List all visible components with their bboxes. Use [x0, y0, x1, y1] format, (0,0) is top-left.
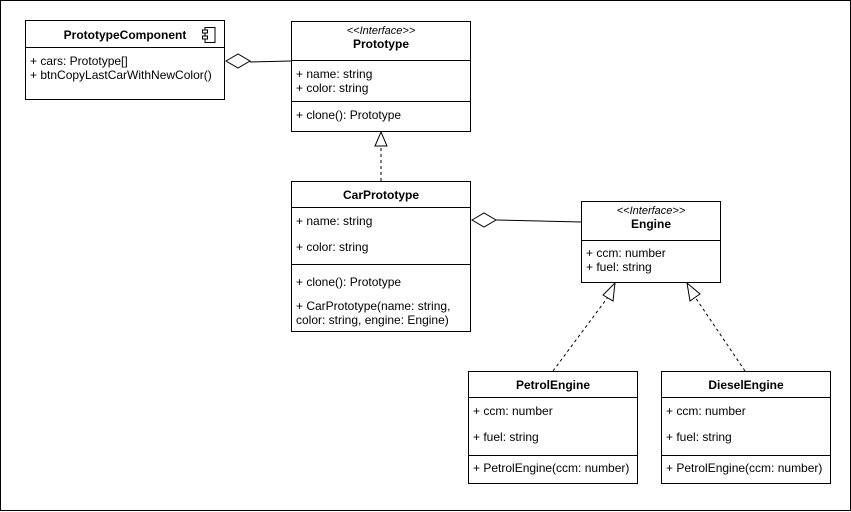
aggregation-diamond: [225, 53, 251, 69]
class-methods: + PetrolEngine(ccm: number): [662, 456, 830, 479]
class-attributes: + ccm: number + fuel: string: [662, 398, 830, 456]
class-title: PetrolEngine: [515, 378, 590, 392]
class-header: <<Interface>> Prototype: [292, 22, 470, 61]
method-clone: + clone(): Prototype: [296, 108, 402, 122]
attribute-ccm: + ccm: number: [666, 404, 746, 418]
class-title: PrototypeComponent: [63, 28, 187, 42]
method-constructor: + PetrolEngine(ccm: number): [473, 461, 630, 475]
class-title: Prototype: [352, 37, 409, 51]
method-clone: + clone(): Prototype: [296, 275, 402, 289]
class-car-prototype[interactable]: CarPrototype + name: string + color: str…: [291, 181, 471, 332]
realization-arrowhead: [374, 130, 388, 147]
component-icon: [202, 27, 216, 43]
class-header: PrototypeComponent: [26, 21, 224, 48]
realization-dieselengine-engine: [686, 281, 746, 372]
class-title: Engine: [630, 217, 671, 231]
aggregation-component-prototype: [225, 53, 292, 69]
attribute-ccm: + ccm: number: [473, 404, 553, 418]
class-petrol-engine[interactable]: PetrolEngine + ccm: number + fuel: strin…: [468, 371, 638, 484]
attribute-color: + color: string: [296, 240, 369, 254]
class-stereotype: <<Interface>>: [346, 25, 416, 37]
method-constructor-continued: color: string, engine: Engine): [296, 313, 449, 327]
class-attributes: + cars: Prototype[] + btnCopyLastCarWith…: [26, 48, 224, 86]
class-attributes: + name: string + color: string: [292, 61, 470, 102]
class-header: CarPrototype: [292, 182, 470, 208]
attribute-color: + color: string: [296, 81, 369, 95]
class-engine[interactable]: <<Interface>> Engine + ccm: number + fue…: [581, 201, 721, 283]
realization-carprototype-prototype: [374, 130, 388, 181]
class-prototype[interactable]: <<Interface>> Prototype + name: string +…: [291, 21, 471, 132]
attribute-fuel: + fuel: string: [586, 260, 652, 274]
class-header: <<Interface>> Engine: [582, 202, 720, 241]
attribute-fuel: + fuel: string: [666, 430, 732, 444]
attribute-fuel: + fuel: string: [473, 430, 539, 444]
class-title: CarPrototype: [342, 188, 419, 202]
attribute-ccm: + ccm: number: [586, 246, 666, 260]
aggregation-diamond: [471, 212, 497, 228]
class-methods: + PetrolEngine(ccm: number): [469, 456, 637, 479]
realization-petrolengine-engine: [552, 281, 616, 372]
realization-arrowhead: [686, 281, 701, 302]
attribute-name: + name: string: [296, 67, 373, 81]
class-header: DieselEngine: [662, 372, 830, 398]
aggregation-carprototype-engine: [471, 212, 582, 228]
class-attributes: + name: string + color: string: [292, 208, 470, 265]
class-diesel-engine[interactable]: DieselEngine + ccm: number + fuel: strin…: [661, 371, 831, 484]
class-stereotype: <<Interface>>: [616, 205, 686, 217]
attribute-name: + name: string: [296, 214, 373, 228]
class-methods: + clone(): Prototype: [292, 102, 470, 126]
class-attributes: + ccm: number + fuel: string: [582, 241, 720, 278]
method-btn-copy-last-car: + btnCopyLastCarWithNewColor(): [30, 68, 212, 82]
realization-arrowhead: [602, 281, 616, 302]
class-attributes: + ccm: number + fuel: string: [469, 398, 637, 456]
attribute-cars: + cars: Prototype[]: [30, 54, 128, 68]
class-methods: + clone(): Prototype + CarPrototype(name…: [292, 265, 470, 331]
class-prototype-component[interactable]: PrototypeComponent + cars: Prototype[] +…: [25, 20, 225, 100]
method-constructor: + CarPrototype(name: string,: [296, 299, 451, 313]
class-header: PetrolEngine: [469, 372, 637, 398]
class-title: DieselEngine: [708, 378, 784, 392]
method-constructor: + PetrolEngine(ccm: number): [666, 461, 823, 475]
